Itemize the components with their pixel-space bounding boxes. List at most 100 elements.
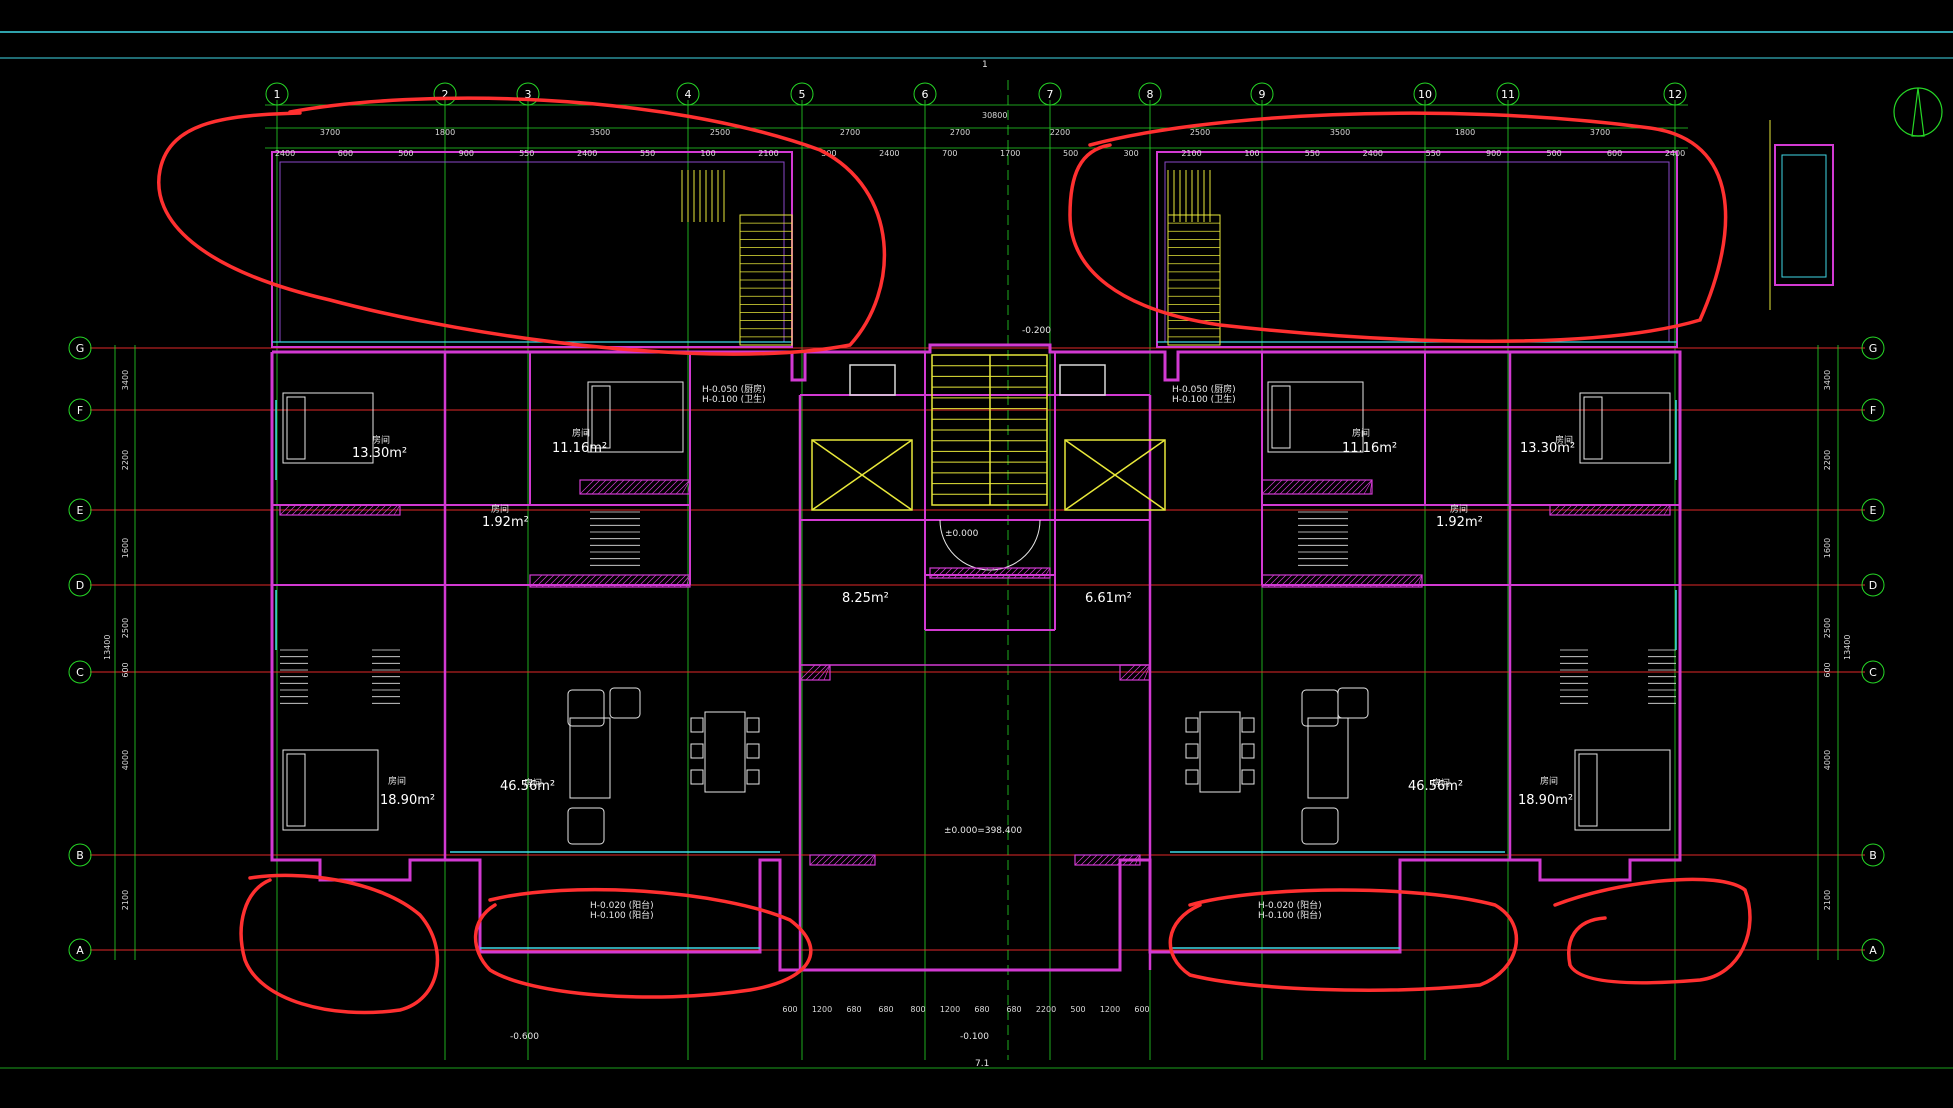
bath-area-l: 1.92m² — [482, 515, 529, 530]
hatch-line — [675, 479, 691, 495]
armchair-outline — [1337, 687, 1369, 719]
hatch-line — [667, 574, 681, 588]
axis-label-top: 2 — [442, 88, 449, 101]
hatch-line — [1134, 854, 1141, 866]
axis-bubble-side — [68, 398, 92, 422]
hatch-line — [1122, 854, 1134, 866]
hatch-line — [935, 567, 947, 579]
bottom-dimension: 600 — [1134, 1005, 1149, 1014]
bottom-dimension: 680 — [878, 1005, 893, 1014]
hatch-line — [619, 574, 633, 588]
room-label: 房间 — [1352, 427, 1370, 439]
hatch-line — [637, 574, 651, 588]
bed-outline — [282, 749, 379, 831]
hatch-line — [1321, 479, 1337, 495]
room-labels: 房间 13.30m² 房间 11.16m² 房间 1.92m² 房间 46.56… — [352, 427, 1575, 808]
hatch-line — [1651, 504, 1663, 516]
axis-label-top: 8 — [1147, 88, 1154, 101]
left-dimension: 1600 — [121, 538, 130, 558]
hatch-line — [1339, 574, 1353, 588]
hatch-line — [1339, 479, 1355, 495]
hatch-line — [663, 479, 679, 495]
top-dimension-fine: 550 — [1426, 149, 1441, 158]
wall-hatch-box — [579, 479, 691, 495]
hatch-line — [821, 854, 833, 866]
hatch-line — [1279, 574, 1293, 588]
bottom-dimension: 800 — [910, 1005, 925, 1014]
stair-hatching — [280, 170, 1676, 704]
hatch-line — [1657, 504, 1669, 516]
axis-label-side: G — [1869, 342, 1878, 355]
top-dimension-fine: 100 — [1244, 149, 1259, 158]
axis-label-top: 1 — [274, 88, 281, 101]
hatch-line — [559, 574, 573, 588]
hatch-line — [1333, 479, 1349, 495]
top-dimension-fine: 600 — [338, 149, 353, 158]
hatch-line — [279, 504, 291, 516]
axis-bubble-top — [676, 82, 700, 106]
hatch-line — [1591, 504, 1603, 516]
hatch-line — [953, 567, 965, 579]
axis-bubble-top — [1496, 82, 1520, 106]
hatch-line — [989, 567, 1001, 579]
hatch-line — [1013, 567, 1025, 579]
hatch-line — [685, 574, 691, 588]
armchair-outline — [1301, 689, 1339, 727]
overall-width: 30800 — [982, 111, 1007, 120]
hatch-line — [643, 574, 657, 588]
axis-label-side: C — [1869, 666, 1877, 679]
hatch-line — [869, 854, 876, 866]
hatch-line — [959, 567, 971, 579]
axis-bubble-side — [1861, 843, 1885, 867]
hatch-line — [615, 479, 631, 495]
hatch-line — [1597, 504, 1609, 516]
hatch-line — [645, 479, 661, 495]
room-label: 房间 — [372, 434, 390, 446]
wet-label-2: H-0.100 (卫生) — [702, 393, 766, 405]
lobby-area-l: 8.25m² — [842, 591, 889, 606]
right-dimension: 3400 — [1823, 370, 1832, 390]
right-dimension: 600 — [1823, 662, 1832, 677]
chair-outline — [690, 769, 704, 785]
hatch-line — [805, 664, 822, 681]
axis-label-top: 11 — [1501, 88, 1515, 101]
living-area-l: 46.56m² — [500, 779, 555, 794]
hatch-line — [1315, 479, 1331, 495]
wall-hatch-box — [1261, 479, 1373, 495]
hatch-line — [1074, 854, 1086, 866]
hatch-line — [535, 574, 549, 588]
hatch-line — [1351, 574, 1365, 588]
top-dimension: 2500 — [710, 128, 730, 137]
hatch-line — [609, 479, 625, 495]
hatch-line — [621, 479, 637, 495]
pillow-outline — [1578, 753, 1598, 827]
hatch-line — [595, 574, 609, 588]
hatch-line — [1345, 479, 1361, 495]
hatch-line — [1092, 854, 1104, 866]
living-area-r: 46.56m² — [1408, 779, 1463, 794]
hatch-line — [1549, 504, 1561, 516]
right-dimension: 2100 — [1823, 890, 1832, 910]
hatch-line — [977, 567, 989, 579]
hatch-line — [603, 479, 619, 495]
hatch-line — [363, 504, 375, 516]
horizontal-axis-lines — [90, 347, 1865, 951]
axis-bubble-side — [68, 573, 92, 597]
axis-bubble-side — [1861, 660, 1885, 684]
hatch-line — [1303, 574, 1317, 588]
axis-label-top: 7 — [1047, 88, 1054, 101]
chair-outline — [1185, 769, 1199, 785]
room-label: 房间 — [388, 775, 406, 787]
hatch-line — [811, 664, 828, 681]
wall-hatching — [279, 479, 1671, 866]
axis-label-side: A — [1869, 944, 1877, 957]
hatch-line — [971, 567, 983, 579]
hatch-line — [1663, 504, 1671, 516]
hatch-line — [1143, 664, 1151, 681]
wet-label-2-r: H-0.100 (卫生) — [1172, 393, 1236, 405]
hatch-line — [1297, 574, 1311, 588]
top-dimension: 2700 — [840, 128, 860, 137]
